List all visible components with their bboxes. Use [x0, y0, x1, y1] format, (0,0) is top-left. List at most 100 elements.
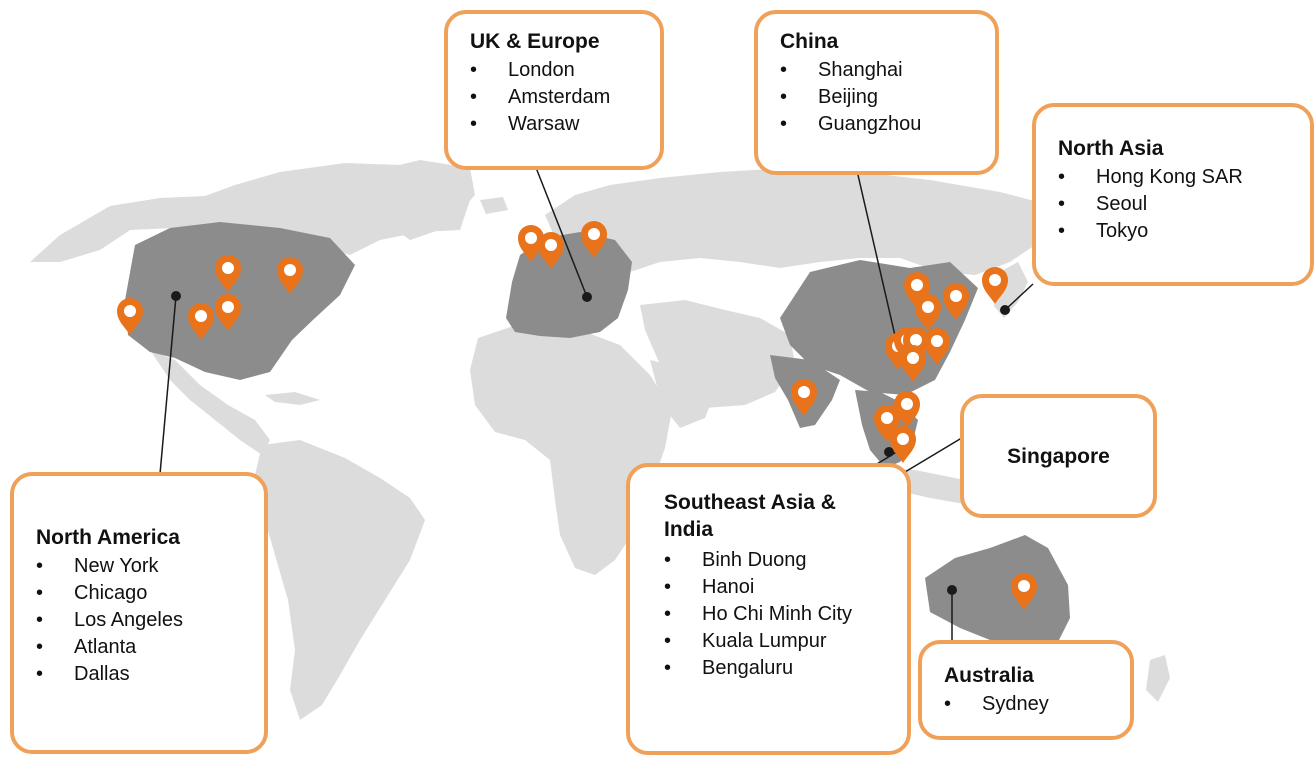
anchor-dot-icon: [171, 291, 181, 301]
region-title-china: China: [780, 30, 839, 53]
region-title-southeast-asia-india: Southeast Asia & India: [664, 491, 836, 541]
region-title-north-america: North America: [36, 526, 180, 549]
landmass-central-america: [150, 350, 270, 455]
landmass-north-america-north: [30, 163, 470, 262]
map-pin-icon: [277, 257, 303, 294]
landmass-africa: [470, 322, 672, 575]
region-box-singapore: Singapore: [960, 394, 1157, 518]
landmass-greenland: [370, 160, 475, 240]
region-box-north-asia: North Asia Hong Kong SAR Seoul Tokyo: [1032, 103, 1314, 286]
connector-line: [857, 174, 897, 341]
pin-center: [798, 386, 810, 398]
landmass-caribbean: [265, 392, 320, 405]
city-item: Chicago: [36, 580, 246, 607]
office-region-shapes: [125, 222, 1070, 645]
city-item: Kuala Lumpur: [664, 628, 867, 655]
region-shape-europe: [506, 232, 632, 338]
map-pin-icon: [982, 267, 1008, 304]
pin-center: [901, 398, 913, 410]
city-list-north-america: New York Chicago Los Angeles Atlanta Dal…: [36, 553, 246, 688]
map-pin-icon: [924, 328, 950, 365]
city-list-uk-europe: London Amsterdam Warsaw: [470, 57, 642, 138]
map-pin-icon: [518, 225, 544, 262]
city-item: New York: [36, 553, 246, 580]
city-item: Ho Chi Minh City: [664, 601, 867, 628]
city-item: London: [470, 57, 642, 84]
pin-center: [545, 239, 557, 251]
pin-center: [284, 264, 296, 276]
map-pin-icon: [890, 426, 916, 463]
pin-center: [911, 279, 923, 291]
pin-center: [881, 412, 893, 424]
pin-center: [931, 335, 943, 347]
landmass-south-america: [255, 440, 425, 720]
city-item: Amsterdam: [470, 84, 642, 111]
pin-center: [989, 274, 1001, 286]
office-pins: [117, 221, 1037, 610]
landmass-iceland: [480, 197, 508, 214]
connector-line: [530, 154, 588, 298]
pin-center: [907, 352, 919, 364]
region-title-australia: Australia: [944, 664, 1034, 687]
pin-center: [897, 433, 909, 445]
region-title-north-asia: North Asia: [1058, 137, 1164, 160]
region-shape-china: [780, 260, 978, 395]
city-item: Warsaw: [470, 111, 642, 138]
region-shape-australia: [925, 535, 1070, 645]
map-pin-icon: [1011, 573, 1037, 610]
map-pin-icon: [188, 303, 214, 340]
connector-line: [159, 295, 177, 475]
pin-center: [910, 334, 922, 346]
region-box-uk-europe: UK & Europe London Amsterdam Warsaw: [444, 10, 664, 170]
city-list-southeast-asia-india: Binh Duong Hanoi Ho Chi Minh City Kuala …: [664, 547, 867, 682]
city-item: Dallas: [36, 661, 246, 688]
map-pin-icon: [215, 255, 241, 292]
city-item: Sydney: [944, 691, 1112, 718]
city-item: Los Angeles: [36, 607, 246, 634]
landmass-arabia: [650, 360, 715, 428]
map-pin-icon: [915, 294, 941, 331]
city-item: Beijing: [780, 84, 977, 111]
city-item: Binh Duong: [664, 547, 867, 574]
pin-center: [195, 310, 207, 322]
city-list-australia: Sydney: [944, 691, 1112, 718]
map-pin-icon: [791, 379, 817, 416]
city-item: Guangzhou: [780, 111, 977, 138]
map-pin-icon: [581, 221, 607, 258]
region-box-southeast-asia-india: Southeast Asia & India Binh Duong Hanoi …: [626, 463, 911, 755]
city-item: Hanoi: [664, 574, 867, 601]
anchor-dot-icon: [947, 585, 957, 595]
pin-center: [922, 301, 934, 313]
city-item: Hong Kong SAR: [1058, 164, 1292, 191]
city-item: Tokyo: [1058, 218, 1292, 245]
pin-center: [222, 301, 234, 313]
region-box-china: China Shanghai Beijing Guangzhou: [754, 10, 999, 175]
city-item: Seoul: [1058, 191, 1292, 218]
map-pin-icon: [894, 391, 920, 428]
map-pin-icon: [900, 345, 926, 382]
pin-center: [222, 262, 234, 274]
city-list-north-asia: Hong Kong SAR Seoul Tokyo: [1058, 164, 1292, 245]
region-box-australia: Australia Sydney: [918, 640, 1134, 740]
pin-center: [525, 232, 537, 244]
pin-center: [588, 228, 600, 240]
city-item: Shanghai: [780, 57, 977, 84]
connector-line: [1004, 283, 1034, 311]
anchor-dot-icon: [884, 447, 894, 457]
landmass-eurasia-north: [545, 168, 1050, 275]
map-pin-icon: [117, 298, 143, 335]
region-title-uk-europe: UK & Europe: [470, 30, 600, 53]
pin-center: [124, 305, 136, 317]
map-pin-icon: [215, 294, 241, 331]
pin-center: [1018, 580, 1030, 592]
city-list-china: Shanghai Beijing Guangzhou: [780, 57, 977, 138]
map-pin-icon: [943, 283, 969, 320]
landmass-new-zealand: [1146, 655, 1170, 702]
region-box-north-america: North America New York Chicago Los Angel…: [10, 472, 268, 754]
city-item: Atlanta: [36, 634, 246, 661]
city-item: Bengaluru: [664, 655, 867, 682]
map-pin-icon: [538, 232, 564, 269]
anchor-dot-icon: [582, 292, 592, 302]
anchor-dot-icon: [1000, 305, 1010, 315]
